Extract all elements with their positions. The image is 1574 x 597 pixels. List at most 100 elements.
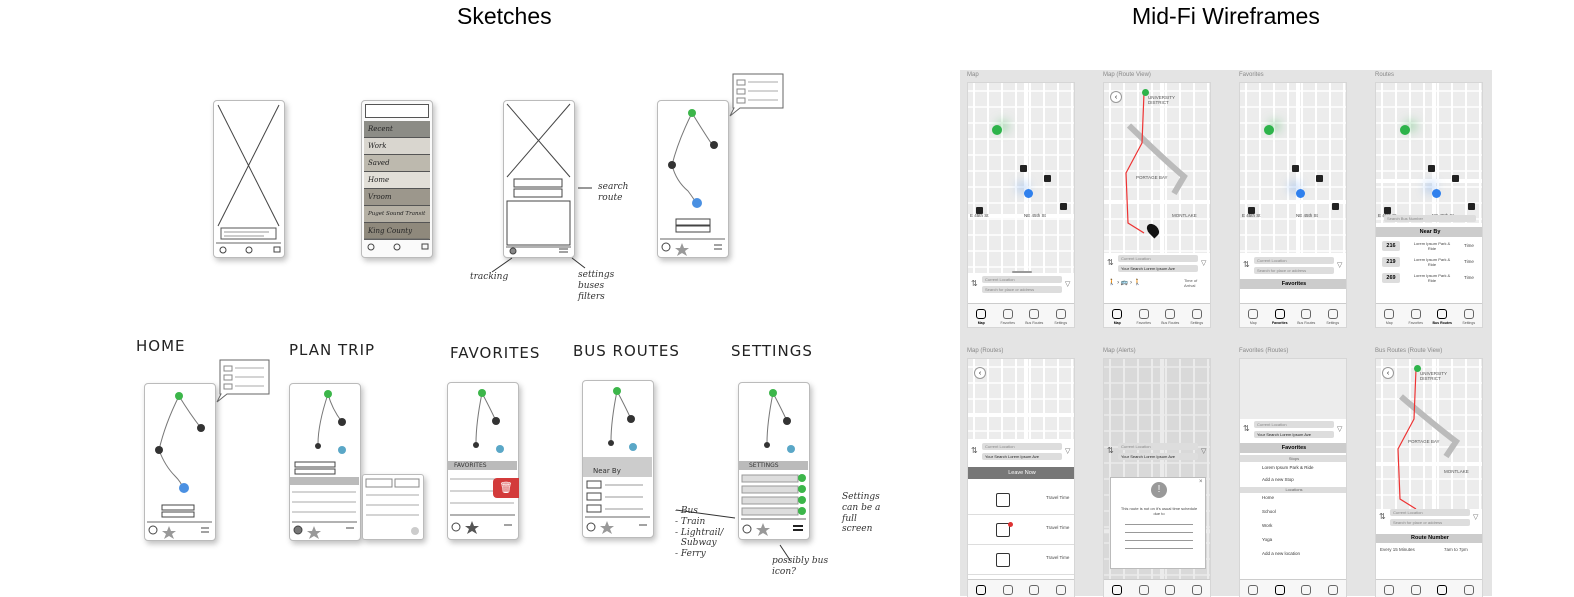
arrival-time: Time of Arrival	[1184, 278, 1198, 288]
close-icon[interactable]: ×	[1199, 479, 1203, 485]
tab-favorites[interactable]: Favorites	[1131, 309, 1158, 325]
tab-settings[interactable]: Settings	[1184, 309, 1211, 325]
tab-settings[interactable]: Settings	[1048, 585, 1075, 597]
trip-option-row[interactable]	[968, 517, 1074, 545]
tab-settings[interactable]: Settings	[1456, 585, 1483, 597]
tab-settings[interactable]: Settings	[1456, 309, 1483, 325]
tab-bus-routes[interactable]: Bus Routes	[1021, 585, 1048, 597]
tab-label: Bus Routes	[1161, 321, 1180, 325]
current-location-input[interactable]: Current Location	[982, 443, 1062, 450]
destination-input[interactable]: Search for place or address	[1390, 519, 1470, 526]
favorite-item[interactable]: Lorem Ipsum Park & Ride	[1262, 465, 1314, 470]
route-number-badge[interactable]: 269	[1382, 273, 1400, 283]
tab-settings[interactable]: Settings	[1320, 309, 1347, 325]
bus-icon	[996, 553, 1010, 567]
destination-input[interactable]: Search for place or address	[1254, 267, 1334, 274]
swap-icon[interactable]: ⇅	[1243, 260, 1250, 269]
tab-map[interactable]: Map	[968, 585, 995, 597]
swap-icon[interactable]: ⇅	[1379, 512, 1386, 521]
route-number-badge[interactable]: 219	[1382, 257, 1400, 267]
swap-icon[interactable]: ⇅	[1243, 424, 1250, 433]
swap-icon[interactable]: ⇅	[1107, 258, 1114, 267]
tab-map[interactable]: Map	[1104, 309, 1131, 325]
destination-input[interactable]: Your Search Lorem Ipsum Ave	[1118, 453, 1198, 460]
swap-icon[interactable]: ⇅	[1107, 446, 1114, 455]
tab-map[interactable]: Map	[1104, 585, 1131, 597]
alert-line	[1125, 532, 1193, 533]
tab-favorites[interactable]: Favorites	[995, 309, 1022, 325]
current-location-input[interactable]: Current Location	[982, 276, 1062, 283]
tab-bus-routes[interactable]: Bus Routes	[1429, 309, 1456, 325]
map-label: UNIVERSITY DISTRICT	[1148, 95, 1175, 105]
current-location-input[interactable]: Current Location	[1254, 421, 1334, 428]
filter-icon[interactable]: ▽	[1201, 448, 1207, 455]
tab-label: Bus Routes	[1432, 321, 1452, 325]
tab-favorites[interactable]: Favorites	[1267, 585, 1294, 597]
wireframe-3: NE 45th StE 45th StSearch Bus NumberNear…	[1375, 82, 1483, 328]
back-button[interactable]: ‹	[1382, 367, 1394, 379]
sketch-near-by: Near By	[593, 467, 621, 475]
tab-bus-routes[interactable]: Bus Routes	[1021, 309, 1048, 325]
bus-search-input[interactable]: Search Bus Number	[1384, 215, 1476, 222]
current-location-icon	[1296, 189, 1305, 198]
tab-settings[interactable]: Settings	[1320, 585, 1347, 597]
tab-map[interactable]: Map	[1376, 585, 1403, 597]
tab-favorites[interactable]: Favorites	[1403, 309, 1430, 325]
start-pin-icon	[1414, 365, 1421, 372]
tab-favorites[interactable]: Favorites	[995, 585, 1022, 597]
tab-bus-routes[interactable]: Bus Routes	[1293, 309, 1320, 325]
destination-input[interactable]: Your Search Lorem Ipsum Ave	[982, 453, 1062, 460]
tab-map[interactable]: Map	[1240, 585, 1267, 597]
trip-option-row[interactable]	[968, 547, 1074, 575]
filter-icon[interactable]: ▽	[1065, 448, 1071, 455]
current-location-input[interactable]: Current Location	[1118, 255, 1198, 262]
filter-icon[interactable]: ▽	[1337, 262, 1343, 269]
favorite-item[interactable]: Add a new location	[1262, 551, 1301, 556]
sketch-bus-routes: Near By	[582, 380, 654, 538]
tab-label: Settings	[1054, 321, 1068, 325]
favorite-item[interactable]: School	[1262, 509, 1276, 514]
tab-settings[interactable]: Settings	[1184, 585, 1211, 597]
tab-bus-routes[interactable]: Bus Routes	[1157, 585, 1184, 597]
tab-map[interactable]: Map	[1240, 309, 1267, 325]
favorite-item[interactable]: Add a new Stop	[1262, 477, 1294, 482]
filter-icon[interactable]: ▽	[1201, 260, 1207, 267]
back-button[interactable]: ‹	[974, 367, 986, 379]
current-location-input[interactable]: Current Location	[1390, 509, 1470, 516]
tab-settings[interactable]: Settings	[1048, 309, 1075, 325]
trip-option-row[interactable]	[968, 487, 1074, 515]
tab-bus-routes[interactable]: Bus Routes	[1293, 585, 1320, 597]
destination-input[interactable]: Your Search Lorem Ipsum Ave	[1254, 431, 1334, 438]
tab-favorites[interactable]: Favorites	[1403, 585, 1430, 597]
swap-icon[interactable]: ⇅	[971, 446, 978, 455]
route-number-badge[interactable]: 216	[1382, 241, 1400, 251]
tab-map[interactable]: Map	[1376, 309, 1403, 325]
settings-icon	[1463, 309, 1474, 319]
favorite-item[interactable]: Yoga	[1262, 537, 1273, 542]
tab-bus-routes[interactable]: Bus Routes	[1429, 585, 1456, 597]
wireframe-label: Map (Alerts)	[1103, 348, 1136, 354]
leave-now-button[interactable]: Leave Now	[968, 467, 1074, 479]
swap-icon[interactable]: ⇅	[971, 279, 978, 288]
tab-map[interactable]: Map	[968, 309, 995, 325]
tab-bus-routes[interactable]: Bus Routes	[1157, 309, 1184, 325]
tab-favorites[interactable]: Favorites	[1131, 585, 1158, 597]
current-location-input[interactable]: Current Location	[1118, 443, 1198, 450]
sketch-home-placeholder	[213, 100, 285, 258]
filter-icon[interactable]: ▽	[1065, 281, 1071, 288]
filter-icon[interactable]: ▽	[1473, 514, 1479, 521]
filter-icon[interactable]: ▽	[1337, 426, 1343, 433]
bus-stop-icon	[1428, 165, 1435, 172]
destination-input[interactable]: Search for place or address	[982, 286, 1062, 293]
current-location-input[interactable]: Current Location	[1254, 257, 1334, 264]
back-button[interactable]: ‹	[1110, 91, 1122, 103]
favorite-item[interactable]: Work	[1262, 523, 1273, 528]
favorite-item[interactable]: Home	[1262, 495, 1275, 500]
map-label: PORTAGE BAY	[1408, 439, 1440, 444]
tab-favorites[interactable]: Favorites	[1267, 309, 1294, 325]
bus-routes-icon	[1029, 309, 1040, 319]
destination-input[interactable]: Your Search Lorem Ipsum Ave	[1118, 265, 1198, 272]
